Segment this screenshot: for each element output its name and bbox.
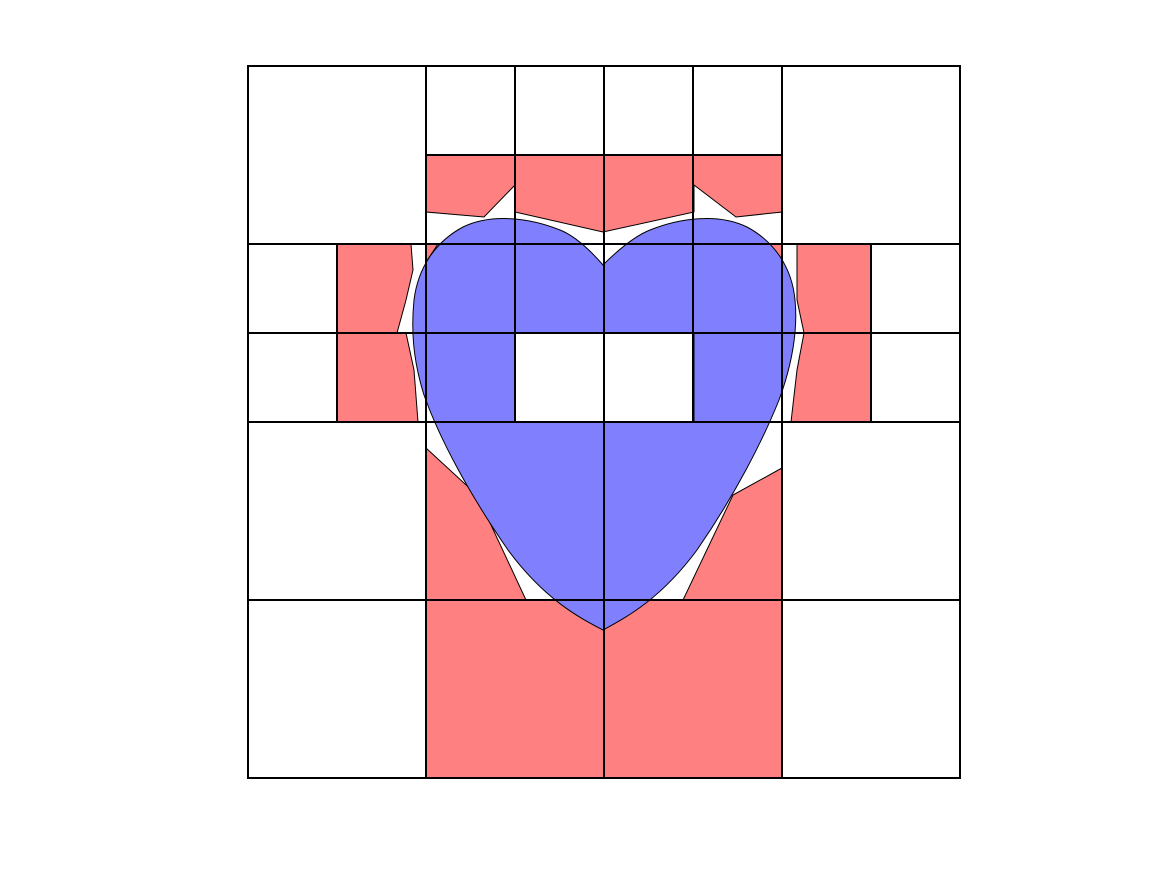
hole-right <box>603 332 695 423</box>
grid-lines <box>247 65 961 779</box>
red-right-lower <box>790 332 872 423</box>
heart-holes <box>514 332 695 423</box>
red-right-upper <box>796 243 872 334</box>
red-left-upper <box>336 243 414 334</box>
hole-left <box>514 332 605 423</box>
red-left-lower <box>336 332 419 423</box>
